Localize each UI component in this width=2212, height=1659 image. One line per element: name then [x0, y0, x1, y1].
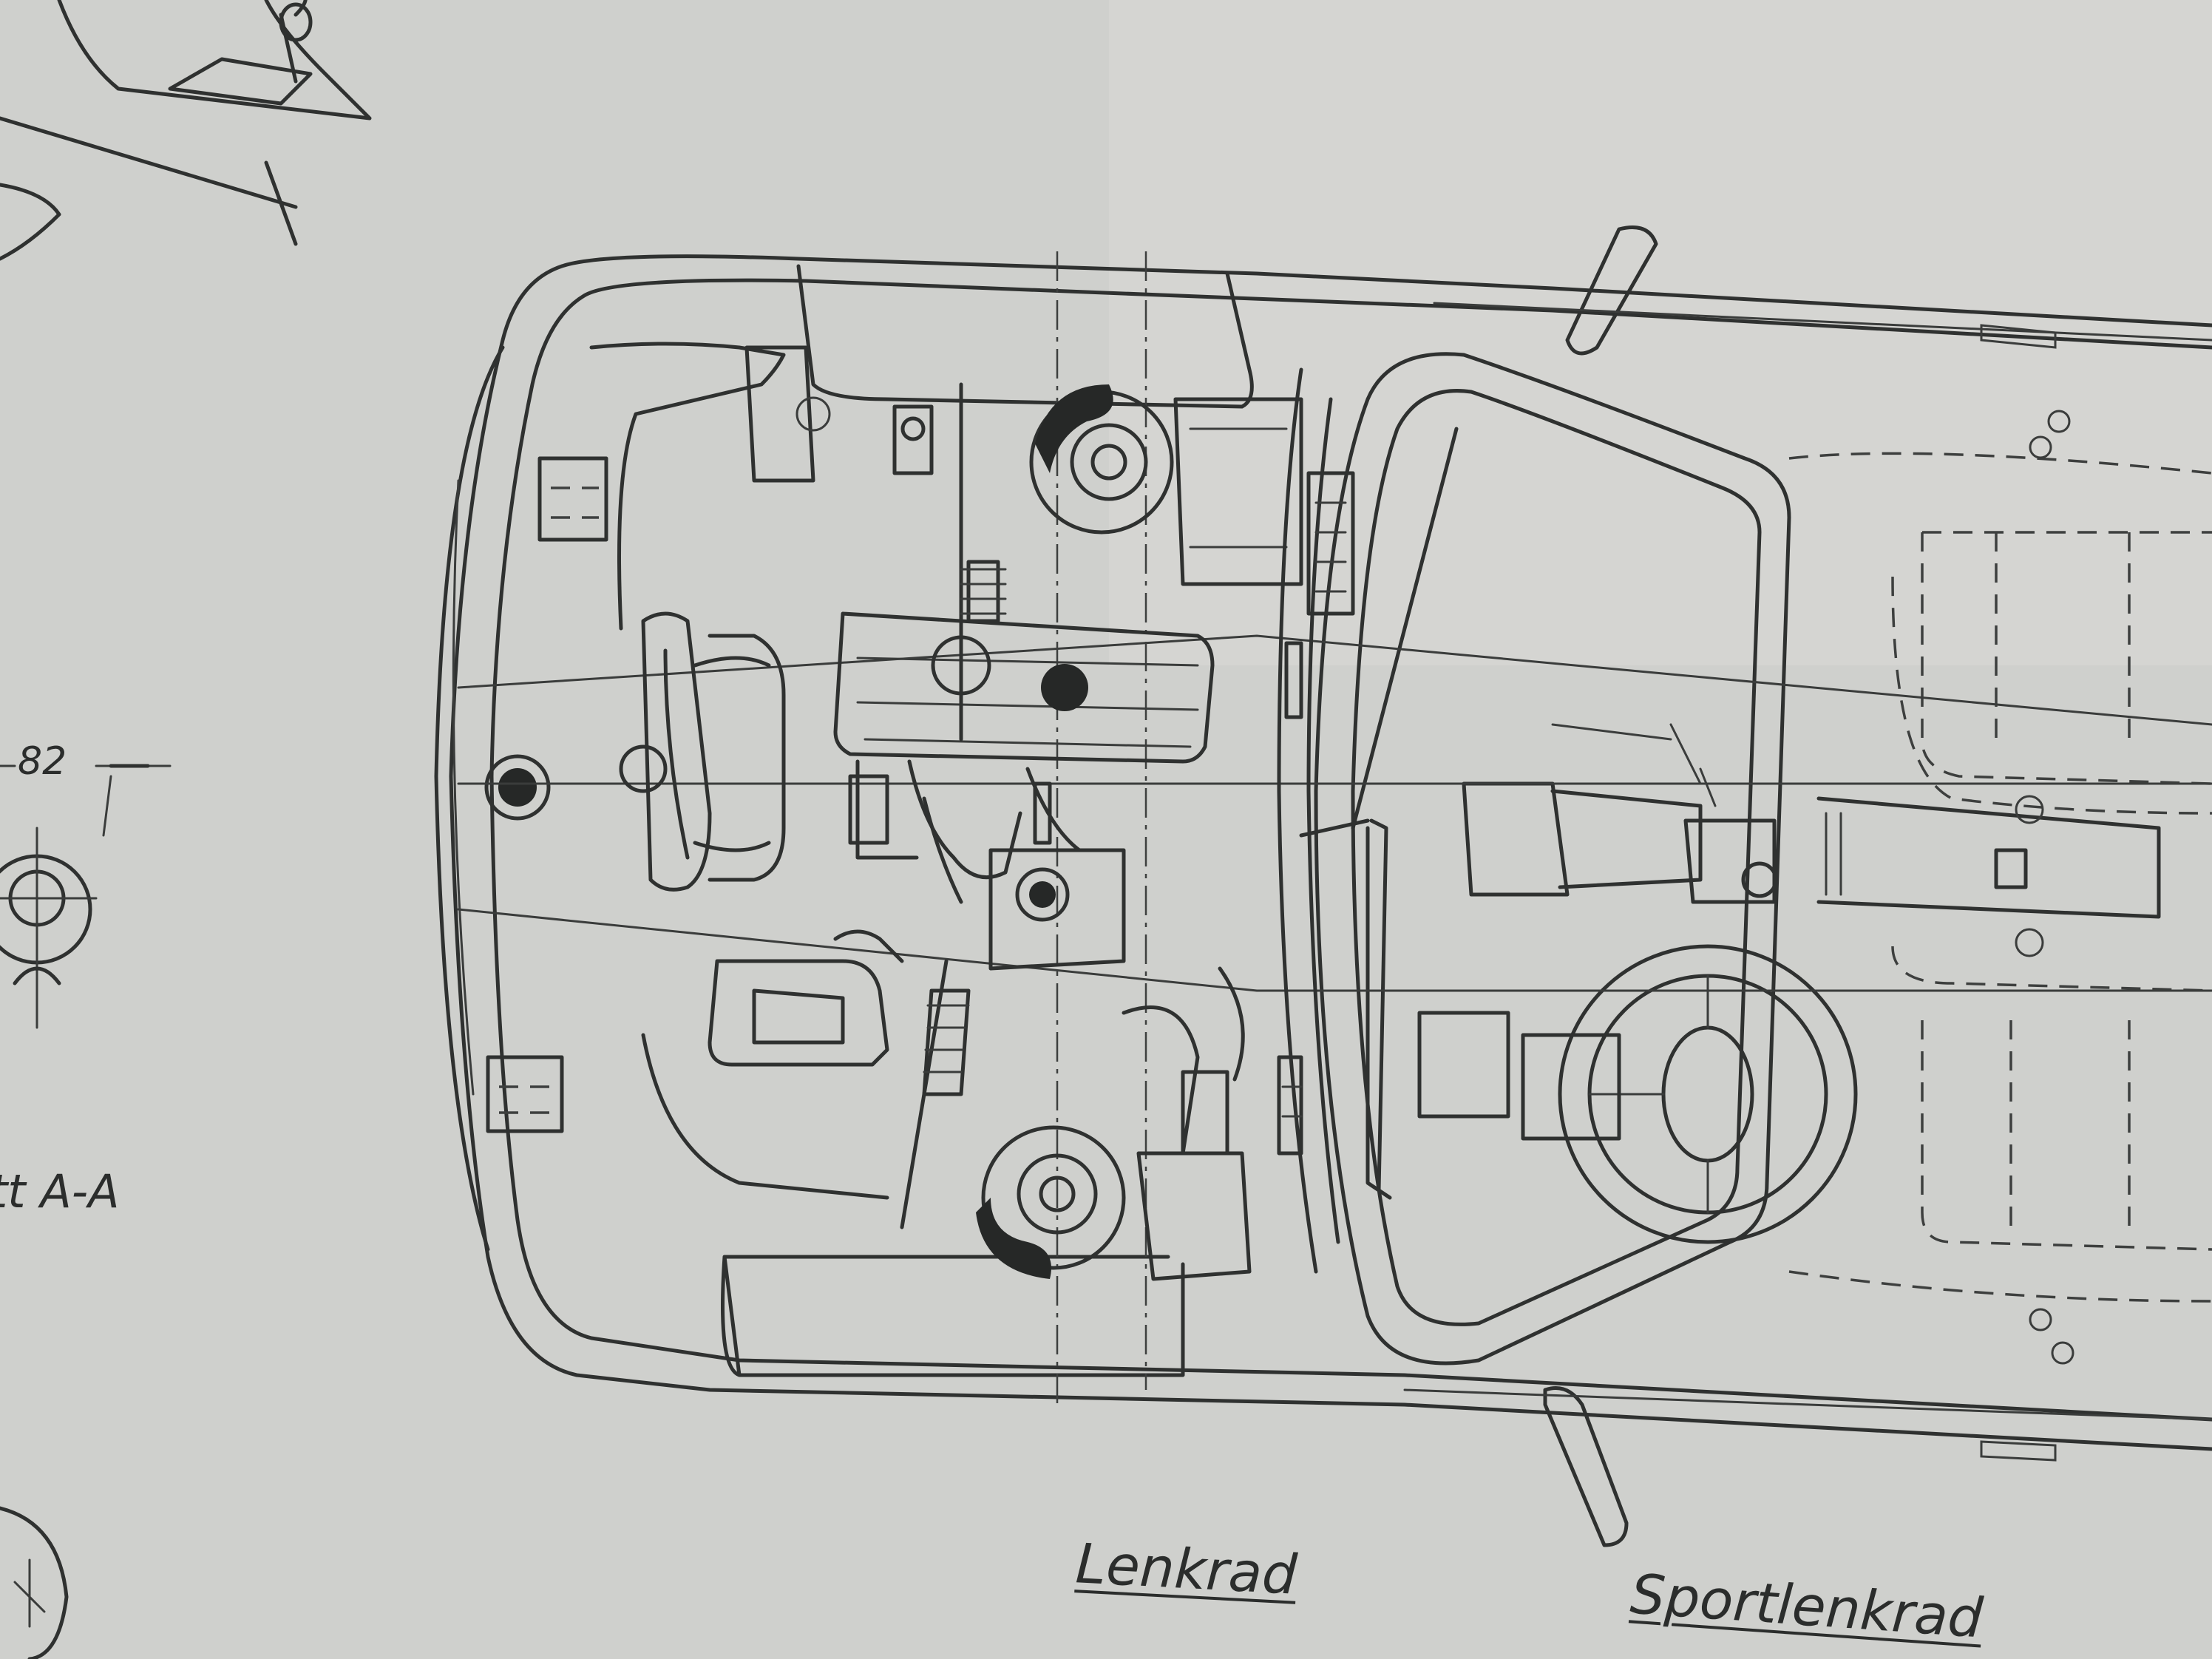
gear-shift-detail [0, 0, 372, 261]
car-body [434, 225, 2212, 1547]
spring-bottom [900, 959, 971, 1229]
dimension-label: 82 [18, 739, 67, 784]
section-label: tt A-A [0, 1164, 120, 1218]
spring-top [959, 382, 1007, 742]
wheel-bottom [976, 1125, 1126, 1279]
section-detail [0, 764, 172, 1659]
steering-wheel-label: Lenkrad [1073, 1532, 1299, 1607]
wheel-top [1029, 384, 1174, 535]
